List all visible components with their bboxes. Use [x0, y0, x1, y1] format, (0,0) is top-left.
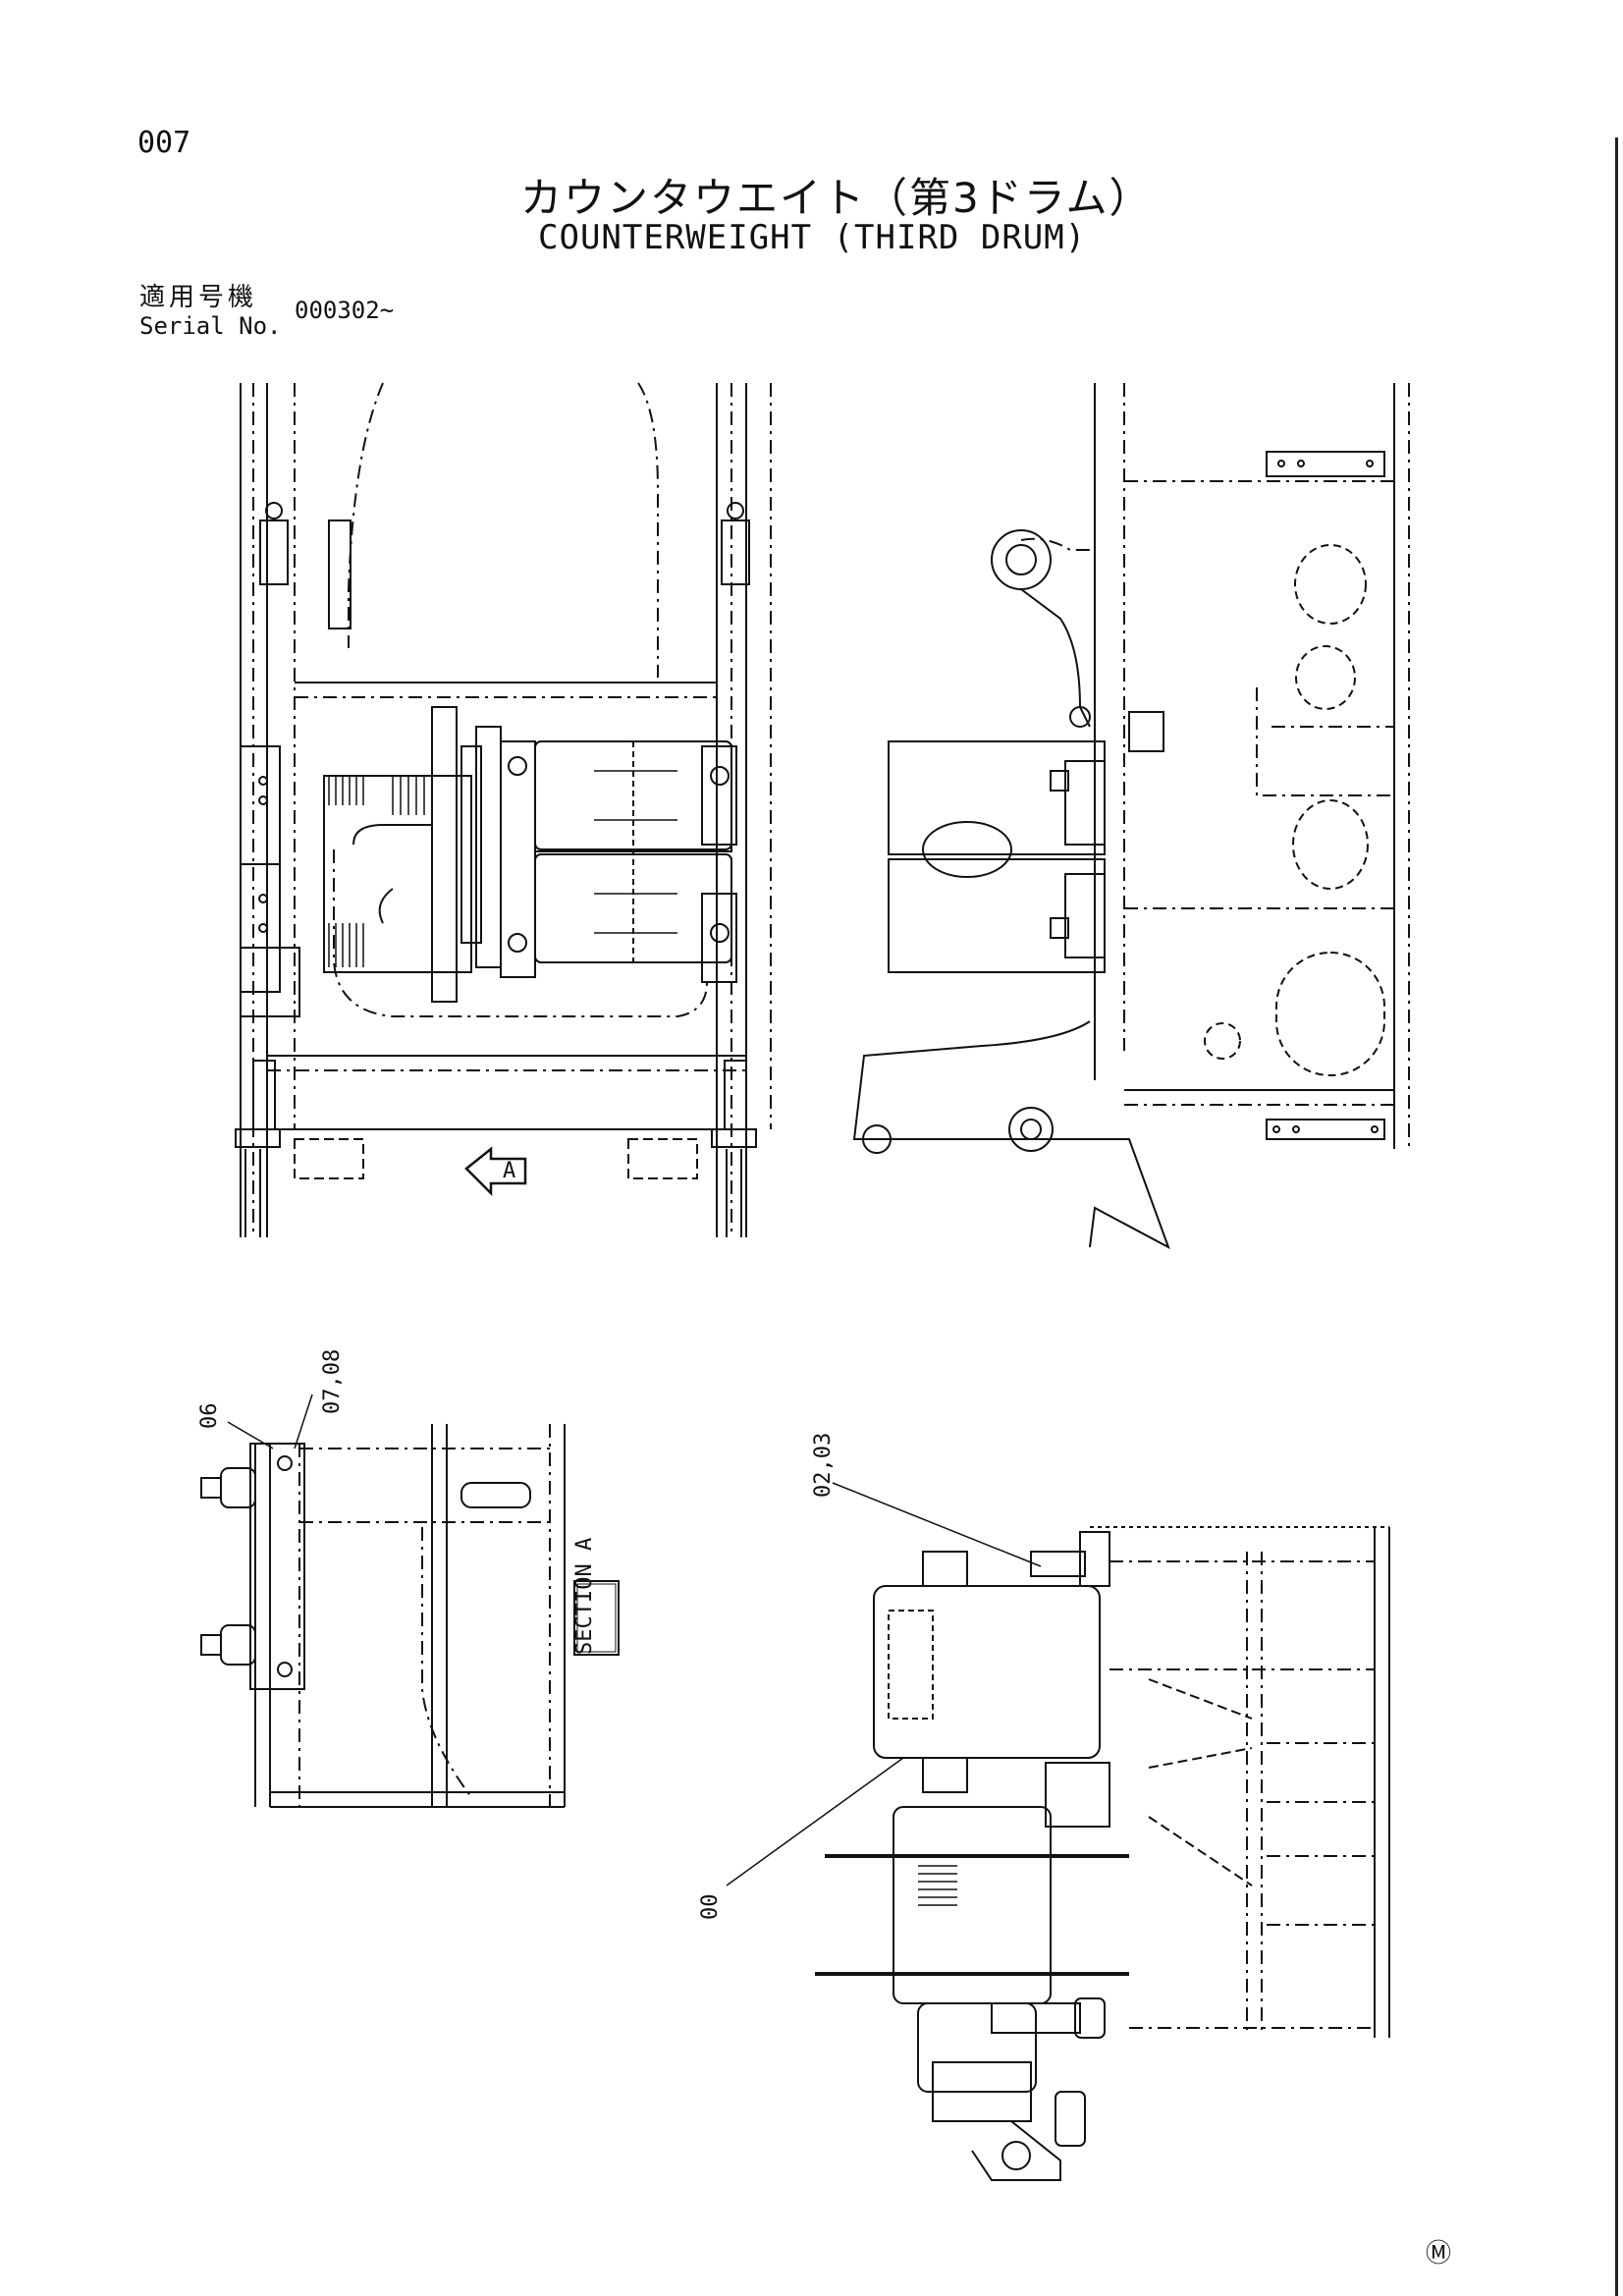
section-label: SECTION A [572, 1538, 597, 1655]
callout-06: 06 [197, 1403, 222, 1430]
section-a-view: SECTION A 06 07,08 [197, 1349, 620, 1808]
manufacturer-mark: Ⓜ [1426, 2239, 1452, 2269]
serial-number-value: 000302~ [295, 297, 395, 324]
callout-00: 00 [698, 1894, 723, 1921]
callout-02-03: 02,03 [811, 1433, 836, 1498]
serial-label-english: Serial No. [139, 312, 282, 340]
page-border-line [1615, 137, 1618, 2296]
serial-label-japanese: 適用号機 [139, 283, 258, 312]
page-number: 007 [137, 126, 191, 160]
side-view [852, 383, 1410, 1250]
title-english: COUNTERWEIGHT (THIRD DRUM) [538, 218, 1087, 257]
view-arrow-label: A [503, 1159, 515, 1183]
plan-view: A [235, 382, 772, 1237]
title-japanese: カウンタウエイト（第3ドラム） [520, 174, 1153, 222]
assembly-view: 02,03 00 [698, 1433, 1390, 2181]
callout-07-08: 07,08 [320, 1349, 345, 1414]
